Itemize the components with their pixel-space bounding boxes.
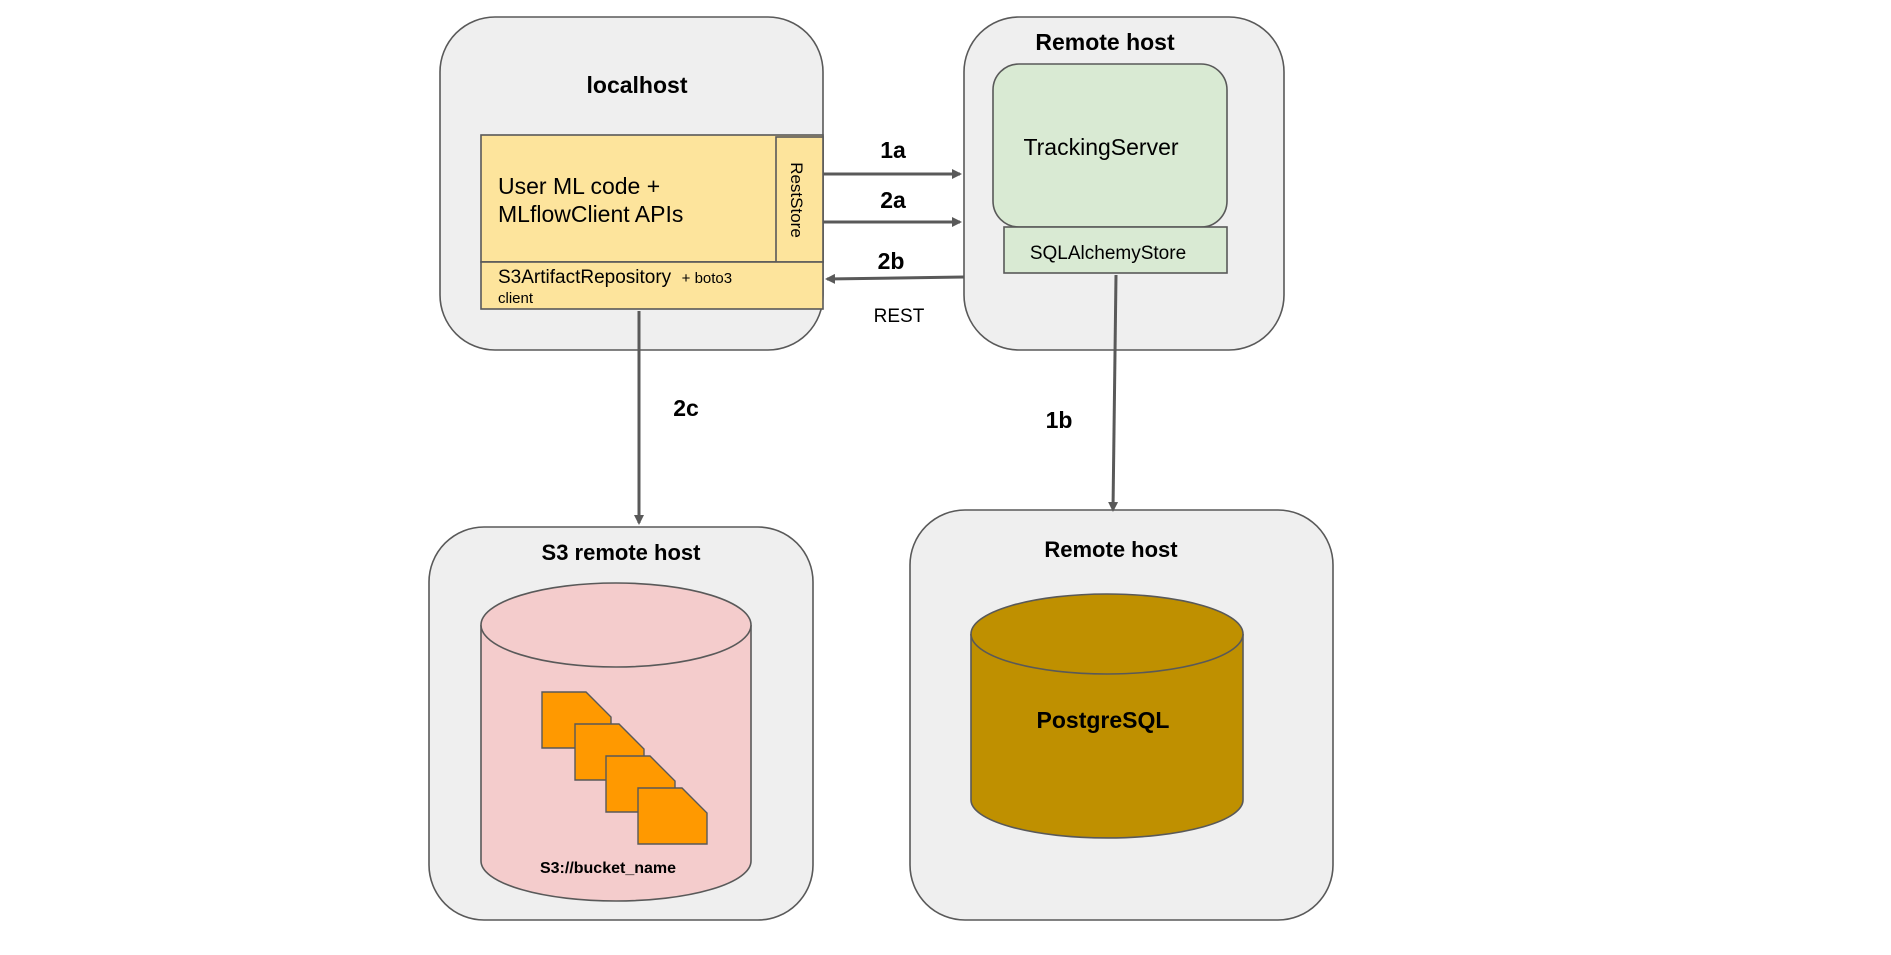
tracking-server-label: TrackingServer bbox=[1023, 134, 1178, 160]
client-code-line2: MLflowClient APIs bbox=[498, 201, 683, 227]
postgres-label: PostgreSQL bbox=[1037, 707, 1170, 733]
edge-label-1a: 1a bbox=[880, 137, 906, 163]
arrow-2b bbox=[825, 273, 965, 284]
s3-host-title: S3 remote host bbox=[542, 540, 702, 565]
localhost-box: localhost RestStore User ML code + MLflo… bbox=[439, 16, 824, 351]
tracking-host-box: Remote host TrackingServer SQLAlchemySto… bbox=[963, 16, 1285, 351]
db-host-box: Remote host PostgreSQL bbox=[909, 509, 1334, 921]
edge-label-rest: REST bbox=[874, 306, 925, 327]
edge-label-1b: 1b bbox=[1046, 407, 1073, 433]
s3-host-box: S3 remote host S3://bucket_name bbox=[428, 526, 814, 921]
edge-label-2a: 2a bbox=[880, 187, 906, 213]
client-code-line1: User ML code + bbox=[498, 173, 660, 199]
localhost-title: localhost bbox=[587, 72, 688, 98]
reststore-label: RestStore bbox=[787, 162, 806, 238]
s3-bucket-label: S3://bucket_name bbox=[540, 860, 676, 877]
client-code-box bbox=[480, 134, 824, 263]
artifact-files-icon bbox=[541, 691, 708, 845]
artifact-repo-box bbox=[480, 261, 824, 310]
postgres-cylinder-body bbox=[970, 634, 1244, 839]
arrow-1b bbox=[1108, 274, 1119, 512]
postgres-cylinder-top bbox=[970, 593, 1244, 675]
artifact-repo-line2: client bbox=[498, 290, 534, 307]
edge-label-2c: 2c bbox=[673, 395, 699, 421]
s3-bucket-cylinder-top bbox=[480, 582, 752, 668]
tracking-host-title: Remote host bbox=[1035, 29, 1175, 55]
artifact-repo-line1: S3ArtifactRepository + boto3 bbox=[498, 267, 732, 288]
sqlalchemy-store-box bbox=[1003, 226, 1228, 274]
edge-label-2b: 2b bbox=[878, 248, 905, 274]
sqlalchemy-store-label: SQLAlchemyStore bbox=[1030, 243, 1186, 264]
db-host-title: Remote host bbox=[1044, 537, 1178, 562]
